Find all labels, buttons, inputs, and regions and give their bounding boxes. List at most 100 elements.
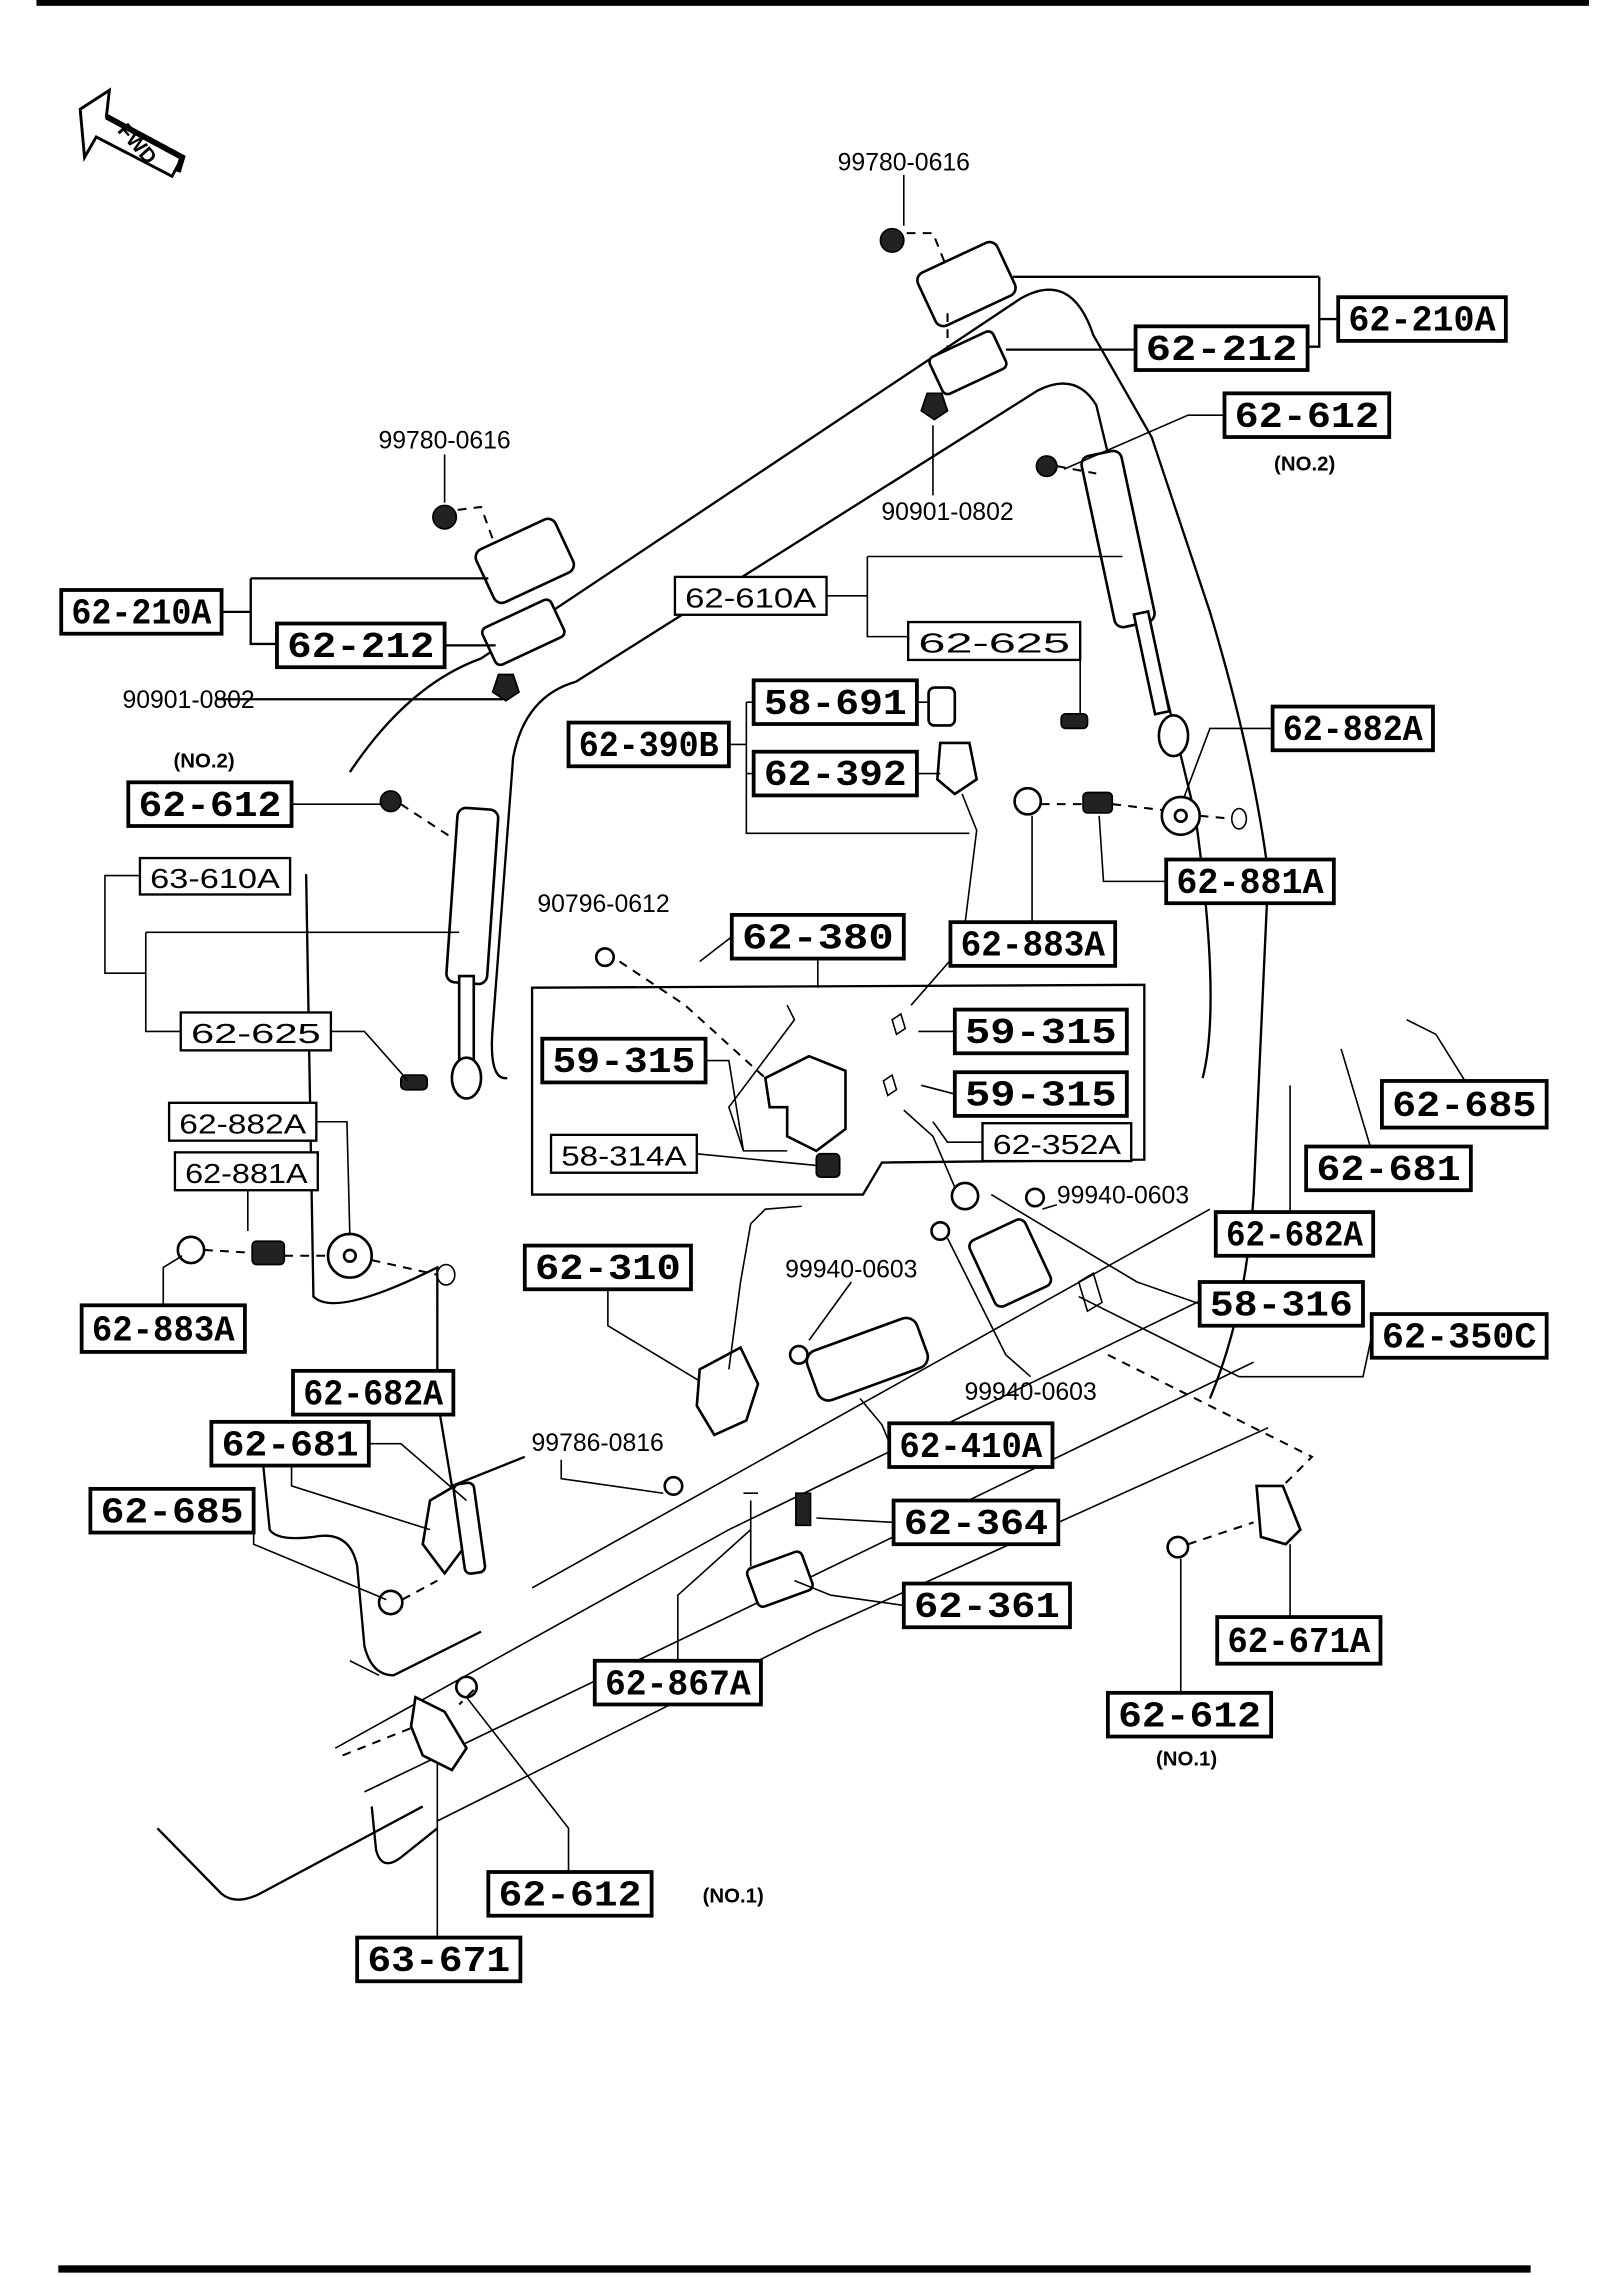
part-label-62-671a[interactable]: 62-671A — [1215, 1615, 1383, 1666]
fastener-callout[interactable]: 99786-0816 — [532, 1430, 664, 1457]
part-labels: 62-210A 62-212 62-612 62-210A 62-212 62-610A 6… — [59, 295, 1549, 1984]
part-label-62-612[interactable]: 62-612 — [486, 1870, 654, 1918]
part-label-box — [1369, 1312, 1549, 1360]
part-label-62-210a[interactable]: 62-210A — [1336, 295, 1508, 343]
part-label-62-625[interactable]: 62-625 — [179, 1011, 333, 1052]
part-label-62-380[interactable]: 62-380 — [729, 912, 906, 961]
notes: (NO.2)(NO.2)(NO.1)(NO.1) — [173, 454, 1335, 1908]
switch-62-392 — [935, 741, 979, 796]
part-label-62-392[interactable]: 62-392 — [751, 749, 919, 798]
part-label-62-681[interactable]: 62-681 — [209, 1419, 371, 1468]
part-label-62-610a[interactable]: 62-610A — [673, 575, 828, 616]
fastener-callout[interactable]: 90796-0612 — [537, 891, 669, 918]
part-number: 62-210A — [1348, 301, 1495, 342]
part-label-62-212[interactable]: 62-212 — [275, 621, 447, 670]
part-label-62-612[interactable]: 62-612 — [1105, 1690, 1274, 1739]
part-number: 62-380 — [742, 918, 894, 959]
part-number: 59-315 — [965, 1013, 1117, 1054]
part-label-62-881a[interactable]: 62-881A — [1164, 857, 1336, 906]
part-label-box — [275, 621, 447, 670]
part-label-box — [1105, 1690, 1274, 1739]
part-label-62-682a[interactable]: 62-682A — [1213, 1210, 1376, 1258]
lower-left-bracket — [377, 1481, 487, 1616]
part-label-58-316[interactable]: 58-316 — [1197, 1280, 1365, 1328]
part-label-box — [209, 1419, 371, 1468]
part-label-59-315[interactable]: 59-315 — [540, 1036, 708, 1085]
part-number: 62-612 — [1235, 397, 1379, 438]
fastener-callout[interactable]: 90901-0802 — [881, 499, 1013, 526]
part-label-62-212[interactable]: 62-212 — [1133, 324, 1310, 372]
part-label-box — [673, 575, 828, 616]
part-label-box — [179, 1011, 333, 1052]
part-label-62-352a[interactable]: 62-352A — [981, 1122, 1133, 1163]
part-number: 62-682A — [1226, 1216, 1363, 1257]
fastener-callout[interactable]: 99940-0603 — [785, 1257, 917, 1284]
part-label-62-685[interactable]: 62-685 — [1380, 1079, 1549, 1130]
part-label-box — [1215, 1615, 1383, 1666]
parts — [176, 227, 1314, 1772]
part-label-box — [1222, 391, 1392, 439]
part-label-62-390b[interactable]: 62-390B — [566, 720, 731, 769]
part-label-box — [59, 588, 224, 636]
part-number: 62-882A — [1283, 710, 1423, 751]
part-label-62-310[interactable]: 62-310 — [522, 1243, 693, 1292]
fastener-callout[interactable]: 99780-0616 — [838, 149, 970, 176]
part-label-box — [167, 1101, 318, 1142]
part-label-62-612[interactable]: 62-612 — [1222, 391, 1392, 439]
group-frame-62-380 — [530, 983, 1146, 1196]
part-label-58-314a[interactable]: 58-314A — [549, 1133, 698, 1174]
part-label-62-882a[interactable]: 62-882A — [1270, 704, 1435, 753]
leader-lines — [104, 174, 1466, 1938]
part-label-63-610a[interactable]: 63-610A — [138, 856, 292, 896]
outer-handle — [788, 1316, 930, 1402]
position-note: (NO.1) — [1156, 1749, 1217, 1771]
part-number: 62-364 — [904, 1504, 1048, 1545]
part-label-62-881a[interactable]: 62-881A — [173, 1151, 319, 1192]
part-number: 62-612 — [138, 786, 281, 827]
part-label-62-364[interactable]: 62-364 — [891, 1498, 1061, 1547]
part-label-box — [1213, 1210, 1376, 1258]
part-number: 63-671 — [367, 1941, 510, 1982]
liftgate-outline — [156, 288, 1270, 1901]
part-label-box — [952, 1070, 1129, 1118]
part-number: 62-352A — [993, 1129, 1122, 1160]
bumper-stop-left — [176, 1232, 456, 1286]
part-label-box — [887, 1421, 1055, 1469]
part-label-62-682a[interactable]: 62-682A — [291, 1368, 456, 1417]
part-number: 62-685 — [1392, 1086, 1536, 1127]
fastener-callout[interactable]: 99780-0616 — [378, 428, 510, 455]
part-number: 62-882A — [179, 1108, 306, 1139]
fastener-callout[interactable]: 99940-0603 — [1057, 1182, 1189, 1209]
fastener-callout[interactable]: 99940-0603 — [964, 1379, 1096, 1406]
position-note: (NO.1) — [703, 1886, 764, 1908]
part-label-box — [592, 1658, 763, 1707]
part-label-62-350c[interactable]: 62-350C — [1369, 1312, 1549, 1360]
part-label-62-883a[interactable]: 62-883A — [948, 920, 1118, 968]
part-label-62-883a[interactable]: 62-883A — [79, 1303, 247, 1354]
part-label-box — [1133, 324, 1310, 372]
part-label-59-315[interactable]: 59-315 — [952, 1007, 1129, 1056]
switch-58-691 — [927, 686, 957, 727]
part-number: 62-361 — [914, 1587, 1060, 1628]
part-number: 58-691 — [764, 684, 907, 725]
part-label-58-691[interactable]: 58-691 — [751, 678, 919, 726]
part-number: 62-625 — [191, 1018, 321, 1049]
part-label-62-410a[interactable]: 62-410A — [887, 1421, 1055, 1469]
part-number: 62-681 — [1316, 1150, 1460, 1191]
part-label-62-625[interactable]: 62-625 — [907, 620, 1082, 662]
part-label-62-210a[interactable]: 62-210A — [59, 588, 224, 636]
part-number: 62-610A — [685, 582, 817, 613]
part-label-62-882a[interactable]: 62-882A — [167, 1101, 318, 1142]
part-label-62-612[interactable]: 62-612 — [126, 780, 294, 828]
part-label-62-361[interactable]: 62-361 — [901, 1581, 1072, 1630]
part-label-59-315[interactable]: 59-315 — [952, 1070, 1129, 1118]
part-number: 62-212 — [1146, 330, 1298, 371]
gas-strut-left — [379, 790, 500, 1100]
part-label-63-671[interactable]: 63-671 — [355, 1935, 523, 1984]
part-label-62-867a[interactable]: 62-867A — [592, 1658, 763, 1707]
part-number: 62-310 — [535, 1249, 681, 1290]
fastener-callout[interactable]: 90901-0802 — [122, 687, 254, 714]
part-label-62-685[interactable]: 62-685 — [88, 1486, 256, 1535]
part-label-box — [566, 720, 731, 769]
part-label-62-681[interactable]: 62-681 — [1304, 1144, 1473, 1193]
